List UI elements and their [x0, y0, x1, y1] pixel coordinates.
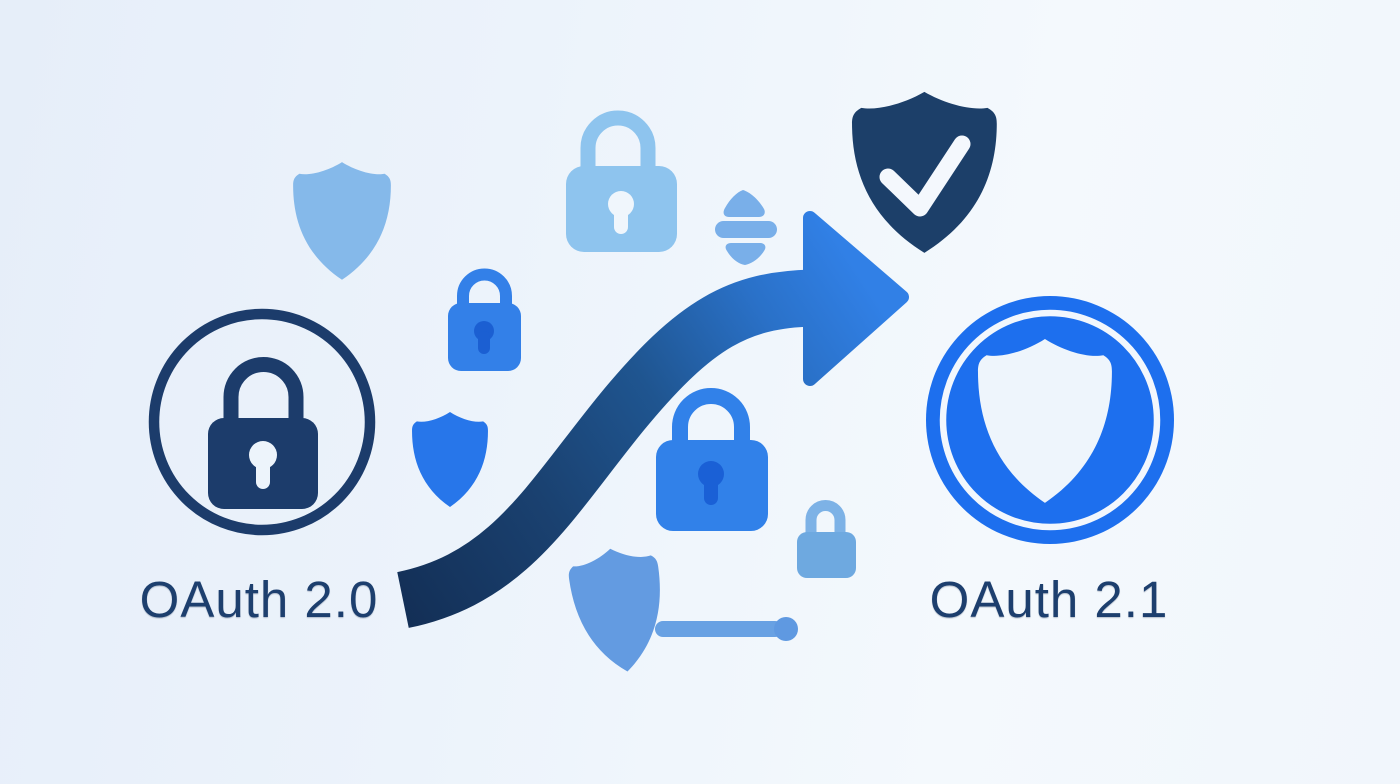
padlock-light-small-icon — [797, 500, 856, 578]
padlock-light-large-icon — [566, 110, 677, 252]
shield-circle-badge-icon — [926, 296, 1174, 544]
shield-check-icon — [852, 91, 997, 253]
shield-blue-small-icon — [412, 412, 488, 508]
divide-icon — [715, 190, 777, 265]
shield-light-icon — [293, 162, 391, 280]
curved-arrow-right-icon — [396, 211, 909, 628]
source-version-label: OAuth 2.0 — [139, 571, 379, 628]
padlock-blue-large-icon — [656, 388, 768, 531]
padlock-circle-badge-icon — [148, 308, 376, 536]
target-version-label: OAuth 2.1 — [929, 571, 1169, 628]
padlock-blue-small-icon — [448, 268, 521, 371]
shield-key-icon — [568, 548, 798, 672]
